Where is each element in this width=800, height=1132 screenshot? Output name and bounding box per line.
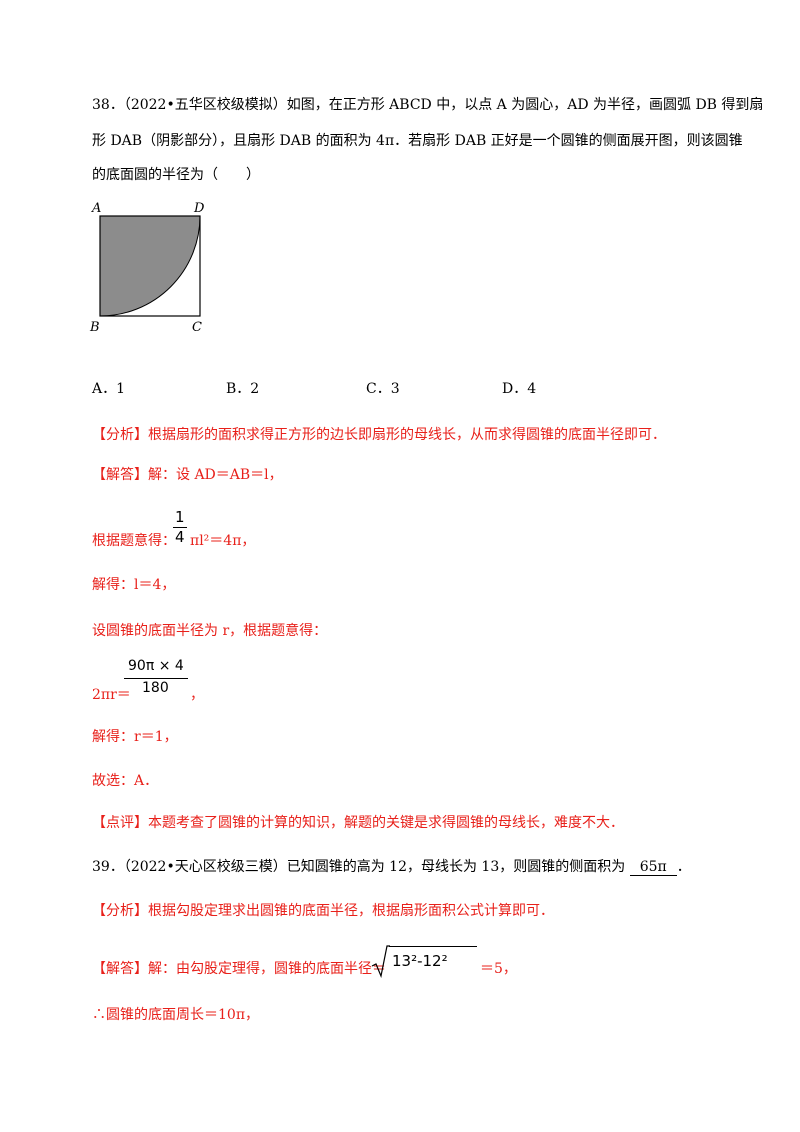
sqrt-overline (389, 946, 477, 947)
option-c-letter: C． (366, 381, 391, 397)
q38-answer-intro: 【解答】解：设 AD＝AB＝l， (92, 464, 283, 484)
frac-numerator: 90π × 4 (128, 658, 184, 674)
option-a-value: 1 (116, 381, 126, 397)
q39-number: 39． (92, 859, 124, 875)
frac-bar (124, 678, 188, 679)
label-d: D (193, 201, 205, 216)
q39-step2: ∴圆锥的底面周长＝10π， (92, 1007, 260, 1023)
q38-step5: 解得：r＝1， (92, 729, 178, 745)
shaded-sector (99, 215, 201, 317)
option-d-letter: D． (502, 381, 528, 397)
q39-stem-end: ． (676, 859, 691, 875)
label-a: A (91, 201, 101, 216)
q38-number: 38． (92, 97, 124, 113)
q39-blank-answer: 65π (629, 859, 677, 876)
analysis-text: 根据扇形的面积求得正方形的边长即扇形的母线长，从而求得圆锥的底面半径即可． (148, 427, 666, 443)
option-a[interactable]: A．1 (92, 378, 125, 398)
sqrt-sign (371, 945, 390, 978)
q39-answer-prefix-text: 解：由勾股定理得，圆锥的底面半径＝ (148, 961, 386, 977)
sqrt-content: 13²-12² (392, 952, 448, 970)
q38-step4-tail: ， (190, 687, 204, 703)
q38-stem-line3: 的底面圆的半径为（ ） (92, 167, 260, 183)
q38-stem-line1: 如图，在正方形 ABCD 中，以点 A 为圆心，AD 为半径，画圆弧 DB 得到… (286, 97, 764, 113)
analysis-tag: 【分析】 (92, 427, 148, 443)
q38-step1-tail: πl²＝4π， (190, 533, 256, 549)
option-b-value: 2 (250, 381, 260, 397)
q38-source: （2022•五华区校级模拟） (123, 97, 287, 113)
option-c-value: 3 (390, 381, 400, 397)
q38-step1-prefix: 根据题意得： (92, 533, 176, 549)
q39-answer-tail: ＝5， (480, 961, 517, 977)
frac-denominator: 180 (142, 680, 169, 696)
q39-answer-prefix: 【解答】解：由勾股定理得，圆锥的底面半径＝ (92, 958, 386, 978)
frac-1-4-denominator: 4 (175, 528, 185, 546)
q39-answer-tag: 【解答】 (92, 961, 148, 977)
q38-step2: 解得：l＝4， (92, 577, 176, 593)
option-a-letter: A． (92, 381, 117, 397)
answer-intro: 解：设 AD＝AB＝l， (148, 467, 283, 483)
option-c[interactable]: C．3 (366, 378, 400, 398)
q39-analysis-text: 根据勾股定理求出圆锥的底面半径，根据扇形面积公式计算即可． (148, 903, 554, 919)
comment-text: 本题考查了圆锥的计算的知识，解题的关键是求得圆锥的母线长，难度不大． (148, 815, 624, 831)
option-b[interactable]: B．2 (226, 378, 259, 398)
q38-stem-line2: 形 DAB（阴影部分），且扇形 DAB 的面积为 4π．若扇形 DAB 正好是一… (92, 133, 743, 149)
q39-stem: 已知圆锥的高为 12，母线长为 13，则圆锥的侧面积为 (286, 859, 626, 875)
option-d-value: 4 (527, 381, 537, 397)
q38-line-1: 38．（2022•五华区校级模拟）如图，在正方形 ABCD 中，以点 A 为圆心… (92, 94, 763, 114)
option-d[interactable]: D．4 (502, 378, 536, 398)
q38-analysis: 【分析】根据扇形的面积求得正方形的边长即扇形的母线长，从而求得圆锥的底面半径即可… (92, 424, 666, 444)
label-c: C (192, 320, 202, 335)
frac-1-4-bar (173, 527, 187, 528)
q39-line: 39．（2022•天心区校级三模）已知圆锥的高为 12，母线长为 13，则圆锥的… (92, 856, 691, 876)
comment-tag: 【点评】 (92, 815, 148, 831)
q38-step4-prefix: 2πr＝ (92, 687, 131, 703)
option-b-letter: B． (226, 381, 251, 397)
square-abcd (99, 215, 201, 317)
q38-step3: 设圆锥的底面半径为 r，根据题意得： (92, 623, 328, 639)
answer-tag: 【解答】 (92, 467, 148, 483)
q39-analysis: 【分析】根据勾股定理求出圆锥的底面半径，根据扇形面积公式计算即可． (92, 900, 554, 920)
q39-source: （2022•天心区校级三模） (123, 859, 287, 875)
q38-step6: 故选：A． (92, 773, 159, 789)
q39-analysis-tag: 【分析】 (92, 903, 148, 919)
label-b: B (89, 320, 100, 335)
frac-1-4-numerator: 1 (175, 508, 185, 526)
q38-comment: 【点评】本题考查了圆锥的计算的知识，解题的关键是求得圆锥的母线长，难度不大． (92, 812, 624, 832)
q38-figure: A D B C (89, 201, 205, 335)
